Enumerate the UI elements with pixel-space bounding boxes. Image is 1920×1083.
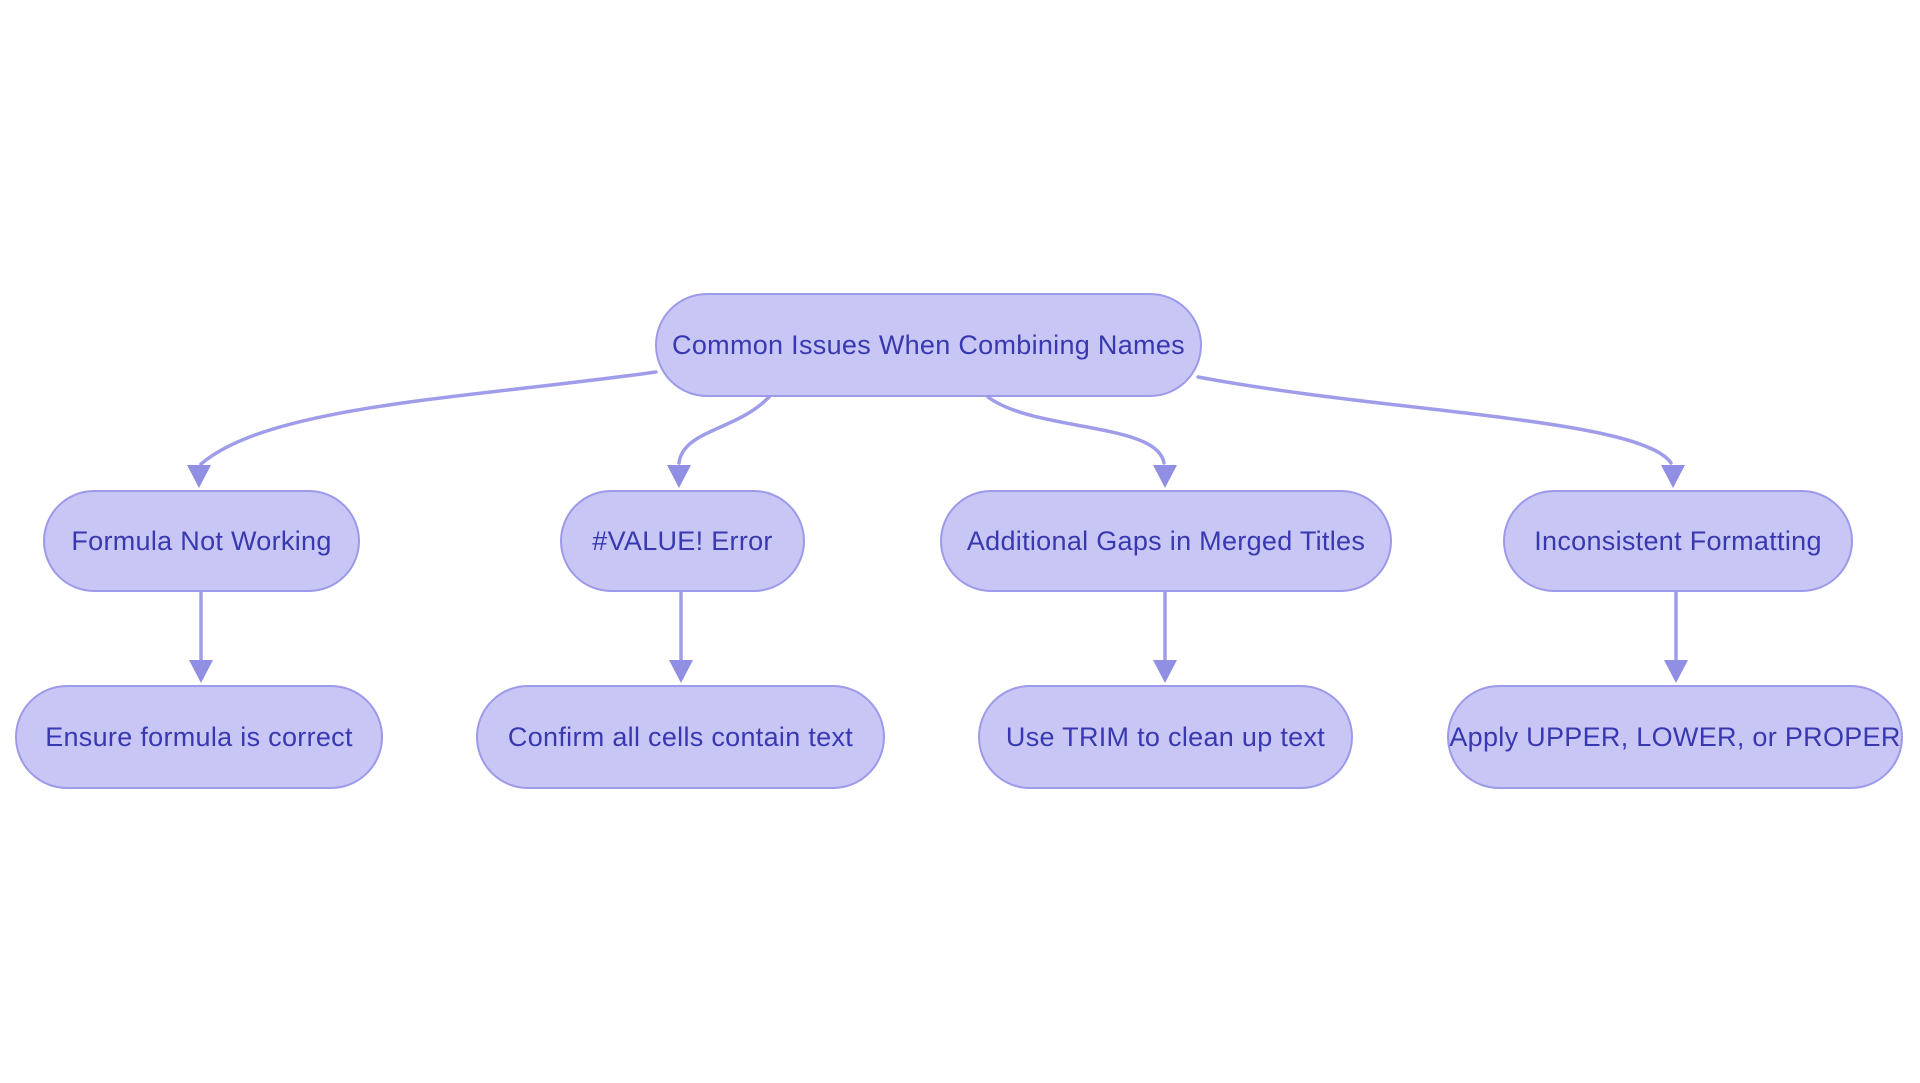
node-issue-value-error: #VALUE! Error xyxy=(560,490,805,592)
node-issue-formula: Formula Not Working xyxy=(43,490,360,592)
node-solution-formula: Ensure formula is correct xyxy=(15,685,383,789)
node-issue-value-error-label: #VALUE! Error xyxy=(592,525,773,556)
node-issue-gaps-label: Additional Gaps in Merged Titles xyxy=(966,525,1366,556)
node-issue-formatting: Inconsistent Formatting xyxy=(1503,490,1853,592)
node-solution-formula-label: Ensure formula is correct xyxy=(45,721,353,752)
arrowhead-solution-formatting xyxy=(1664,660,1688,683)
edge-root-to-issue-value-error xyxy=(677,395,771,465)
node-solution-value-error: Confirm all cells contain text xyxy=(476,685,885,789)
node-issue-formatting-label: Inconsistent Formatting xyxy=(1534,525,1822,556)
arrowhead-issue-formula xyxy=(187,465,211,488)
edge-root-to-issue-gaps xyxy=(986,395,1166,465)
node-issue-formula-label: Formula Not Working xyxy=(71,525,332,556)
arrowhead-issue-formatting xyxy=(1661,465,1685,488)
arrowhead-solution-gaps xyxy=(1153,660,1177,683)
node-solution-value-error-label: Confirm all cells contain text xyxy=(507,721,854,752)
arrowhead-issue-value-error xyxy=(667,465,691,488)
node-root-label: Common Issues When Combining Names xyxy=(672,329,1185,360)
node-root: Common Issues When Combining Names xyxy=(655,293,1202,397)
edge-root-to-issue-formula xyxy=(199,370,658,466)
arrowhead-solution-value-error xyxy=(669,660,693,683)
arrowhead-solution-formula xyxy=(189,660,213,683)
arrowhead-issue-gaps xyxy=(1153,465,1177,488)
node-solution-formatting: Apply UPPER, LOWER, or PROPER xyxy=(1447,685,1903,789)
node-solution-gaps: Use TRIM to clean up text xyxy=(978,685,1353,789)
edge-root-to-issue-formatting xyxy=(1196,375,1673,465)
node-solution-gaps-label: Use TRIM to clean up text xyxy=(1005,721,1326,752)
node-solution-formatting-label: Apply UPPER, LOWER, or PROPER xyxy=(1449,721,1901,752)
node-issue-gaps: Additional Gaps in Merged Titles xyxy=(940,490,1392,592)
